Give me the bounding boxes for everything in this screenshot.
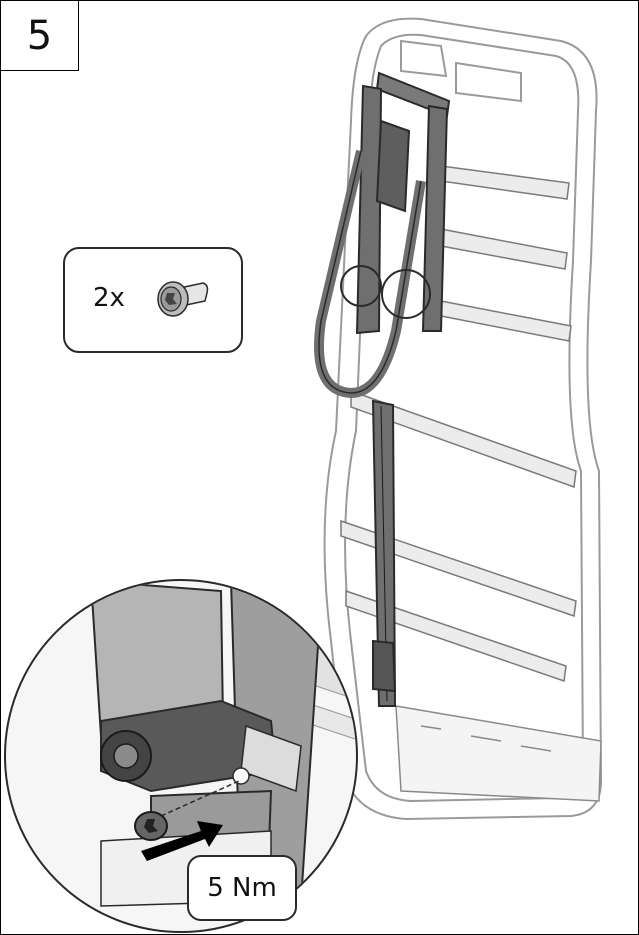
rail-bars <box>340 165 577 683</box>
torx-screw-detail <box>134 811 168 841</box>
bottom-step <box>395 705 602 802</box>
step-number: 5 <box>1 1 79 71</box>
torx-screw-icon <box>157 281 209 317</box>
parts-quantity: 2x <box>93 283 125 313</box>
ladder-assembly <box>314 71 451 707</box>
insert-arrow <box>141 821 223 861</box>
parts-callout: 2x <box>63 247 243 353</box>
torque-value: 5 Nm <box>187 855 297 921</box>
detail-view <box>4 579 358 933</box>
